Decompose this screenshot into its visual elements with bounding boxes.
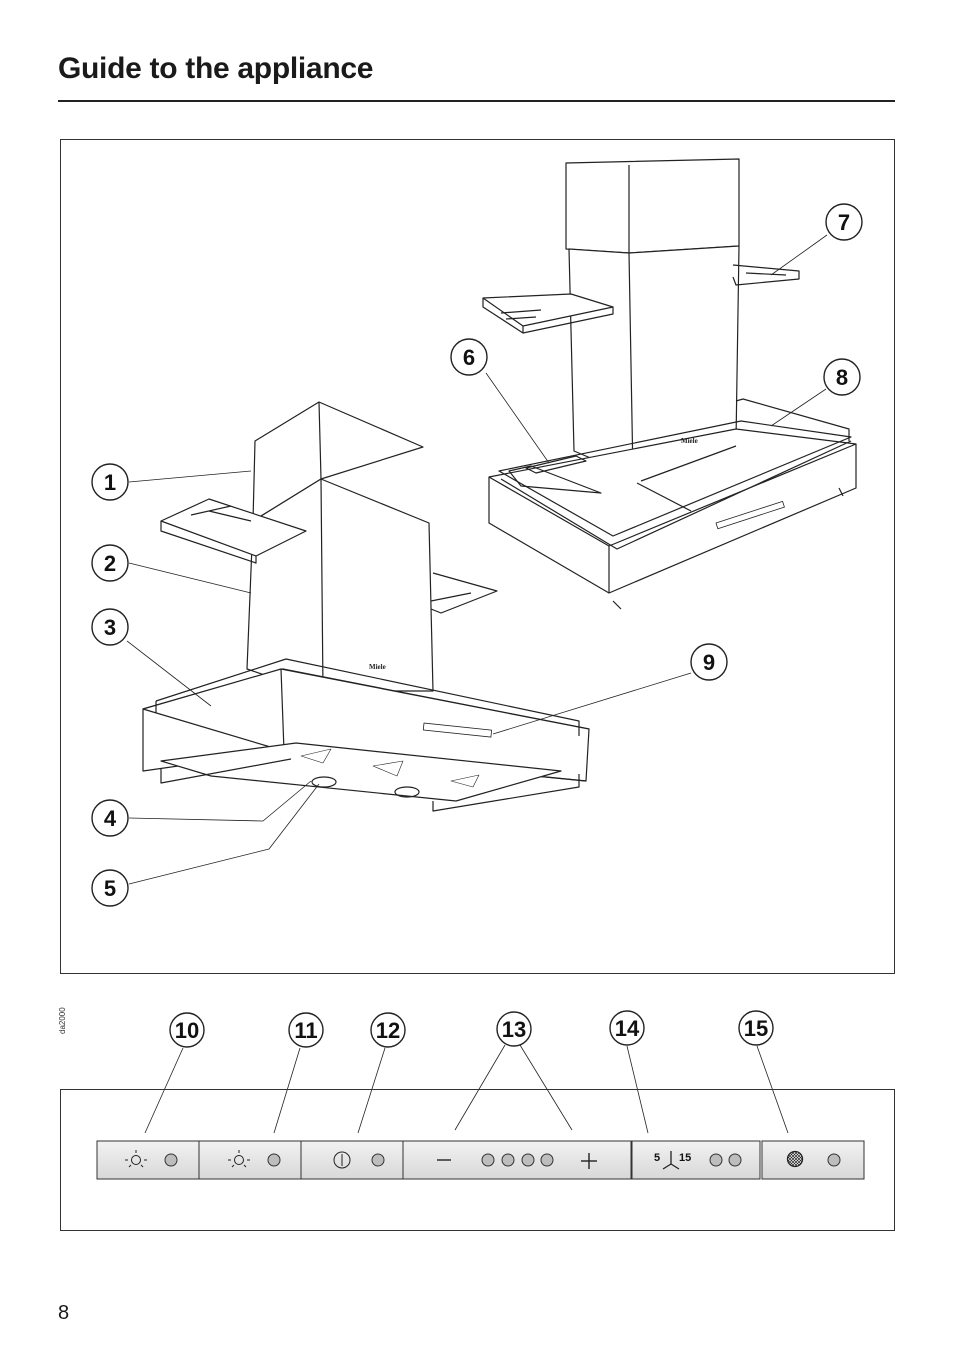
grease-filter-icon xyxy=(786,1150,804,1168)
callout-13: 13 xyxy=(496,1011,532,1047)
svg-text:4: 4 xyxy=(104,806,117,831)
callout-12: 12 xyxy=(370,1012,406,1048)
page-title: Guide to the appliance xyxy=(58,52,374,85)
run-on-button[interactable]: 5 15 xyxy=(631,1140,761,1180)
callout-10: 10 xyxy=(169,1012,205,1048)
svg-text:1: 1 xyxy=(104,470,116,495)
filter-button[interactable] xyxy=(761,1140,865,1180)
svg-text:11: 11 xyxy=(294,1018,317,1043)
callout-7: 7 xyxy=(825,203,863,241)
power-level-led-3 xyxy=(521,1153,535,1167)
callout-3: 3 xyxy=(91,608,129,646)
svg-text:8: 8 xyxy=(836,365,848,390)
drawing-code: da2000 xyxy=(58,1007,67,1034)
power-icon xyxy=(333,1151,351,1169)
indicator-led xyxy=(164,1153,178,1167)
power-level-led-4 xyxy=(540,1153,554,1167)
light-button-2[interactable] xyxy=(198,1140,302,1180)
plus-icon[interactable] xyxy=(581,1153,597,1169)
indicator-led xyxy=(709,1153,723,1167)
fan-icon xyxy=(662,1151,680,1170)
svg-text:9: 9 xyxy=(703,650,715,675)
callout-8: 8 xyxy=(823,358,861,396)
light-icon xyxy=(125,1150,147,1168)
indicator-led xyxy=(267,1153,281,1167)
title-rule xyxy=(58,100,895,102)
indicator-led xyxy=(827,1153,841,1167)
brand-mark-back: Miele xyxy=(681,437,698,445)
svg-text:6: 6 xyxy=(463,345,475,370)
page-number: 8 xyxy=(58,1302,70,1324)
brand-mark-front: Miele xyxy=(369,663,386,671)
svg-text:14: 14 xyxy=(615,1016,640,1041)
callout-2: 2 xyxy=(91,544,129,582)
svg-text:2: 2 xyxy=(104,551,116,576)
callout-9: 9 xyxy=(690,643,728,681)
callout-4: 4 xyxy=(91,799,129,837)
appliance-illustration: Miele xyxy=(60,139,895,974)
light-button-1[interactable] xyxy=(96,1140,200,1180)
svg-text:13: 13 xyxy=(502,1017,526,1042)
run-on-15-label: 15 xyxy=(679,1152,691,1164)
run-on-5-label: 5 xyxy=(654,1152,660,1164)
svg-text:5: 5 xyxy=(104,876,116,901)
callout-5: 5 xyxy=(91,869,129,907)
svg-text:15: 15 xyxy=(744,1016,768,1041)
power-level-led-1 xyxy=(481,1153,495,1167)
svg-text:7: 7 xyxy=(838,210,850,235)
callout-6: 6 xyxy=(450,338,488,376)
light-icon xyxy=(228,1150,250,1168)
indicator-led xyxy=(371,1153,385,1167)
power-level-led-2 xyxy=(501,1153,515,1167)
fan-power-button[interactable] xyxy=(402,1140,632,1180)
callout-1: 1 xyxy=(91,463,129,501)
callout-15: 15 xyxy=(738,1010,774,1046)
indicator-led xyxy=(728,1153,742,1167)
on-off-button[interactable] xyxy=(300,1140,404,1180)
svg-text:3: 3 xyxy=(104,615,116,640)
hood-drawing: Miele xyxy=(91,158,863,907)
callout-11: 11 xyxy=(288,1012,324,1048)
control-panel: 5 15 xyxy=(96,1140,865,1180)
svg-text:10: 10 xyxy=(175,1018,199,1043)
control-panel-frame: 5 15 xyxy=(60,1089,895,1231)
callout-14: 14 xyxy=(609,1010,645,1046)
svg-text:12: 12 xyxy=(376,1018,400,1043)
